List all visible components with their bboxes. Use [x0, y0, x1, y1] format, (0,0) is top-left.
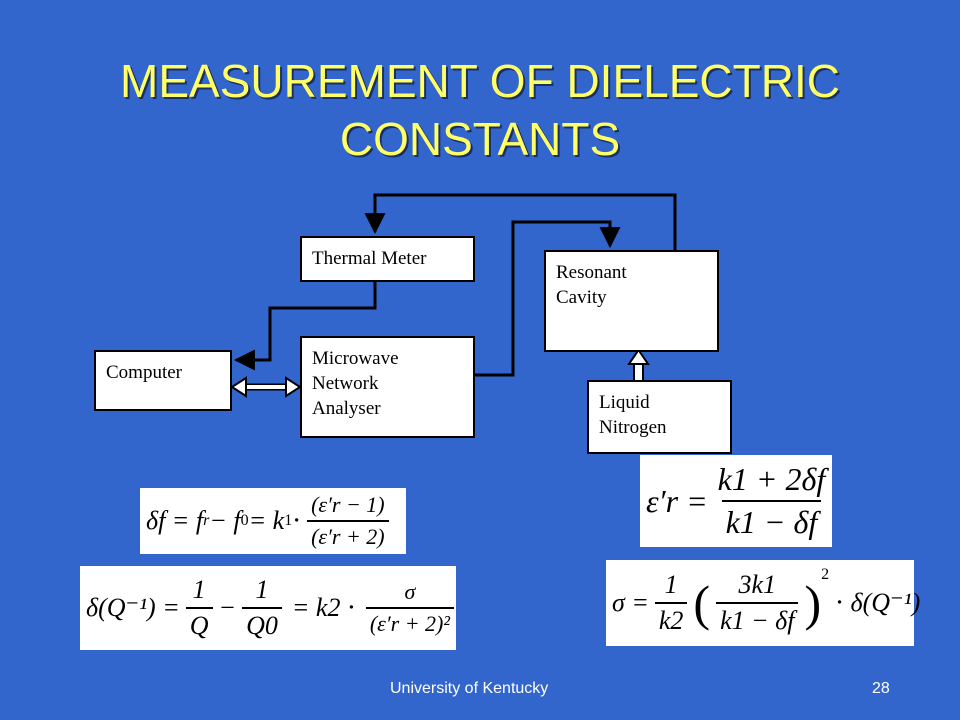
f4-d1: k2 [654, 602, 688, 636]
network-analyser-label-3: Analyser [312, 398, 381, 419]
liquid-nitrogen-label-2: Nitrogen [599, 417, 667, 438]
f2-numerator: k1 + 2δf [717, 461, 826, 497]
f4-n1: 1 [664, 570, 678, 599]
f4-lhs: σ = [612, 588, 649, 617]
f1-denominator: (ε′r + 2) [307, 520, 389, 550]
resonant-cavity-label-2: Cavity [556, 287, 607, 308]
f3-n3: σ [404, 579, 416, 604]
f1-dot: ⋅ [292, 506, 302, 535]
f1-eq: = k [248, 506, 285, 535]
thermal-meter-box: Thermal Meter [300, 236, 475, 282]
f3-lhs: δ(Q⁻¹) = [86, 593, 180, 622]
f1-mid: − f [209, 506, 241, 535]
page-number: 28 [872, 680, 890, 697]
network-analyser-label-1: Microwave [312, 348, 399, 369]
f1-lhs: δf = f [146, 506, 204, 535]
network-analyser-box: Microwave Network Analyser [300, 336, 475, 438]
resonant-cavity-label-1: Resonant [556, 262, 627, 283]
f3-eq: = k2 ⋅ [291, 593, 356, 622]
f3-minus: − [218, 593, 237, 622]
f4-n2: 3k1 [738, 570, 777, 599]
f3-n2: 1 [255, 575, 269, 604]
network-analyser-label-2: Network [312, 373, 379, 394]
line-cavity-to-thermal [364, 193, 677, 250]
line-analyser-to-cavity [473, 220, 621, 377]
f2-denominator: k1 − δf [721, 500, 822, 541]
resonant-cavity-box: Resonant Cavity [544, 250, 719, 352]
liquid-nitrogen-box: Liquid Nitrogen [587, 380, 732, 454]
f3-n1: 1 [192, 575, 206, 604]
f2-lhs: ε′r = [646, 482, 708, 519]
f4-d2: k1 − δf [716, 602, 799, 636]
f4-rhs: ⋅ δ(Q⁻¹) [835, 588, 921, 617]
f3-d3: (ε′r + 2)² [365, 607, 454, 637]
f1-numerator: (ε′r − 1) [311, 492, 385, 517]
line-thermal-to-computer [233, 282, 377, 371]
thermal-meter-label: Thermal Meter [312, 248, 427, 269]
formula-permittivity: ε′r = k1 + 2δf k1 − δf [640, 455, 832, 547]
f3-d1: Q [185, 607, 213, 641]
footer-institution: University of Kentucky [390, 680, 549, 697]
slide-title: MEASUREMENT OF DIELECTRIC CONSTANTS [120, 55, 840, 165]
f3-d2: Q0 [242, 607, 282, 641]
computer-label: Computer [106, 362, 182, 383]
liquid-nitrogen-label-1: Liquid [599, 392, 650, 413]
computer-box: Computer [94, 350, 232, 411]
